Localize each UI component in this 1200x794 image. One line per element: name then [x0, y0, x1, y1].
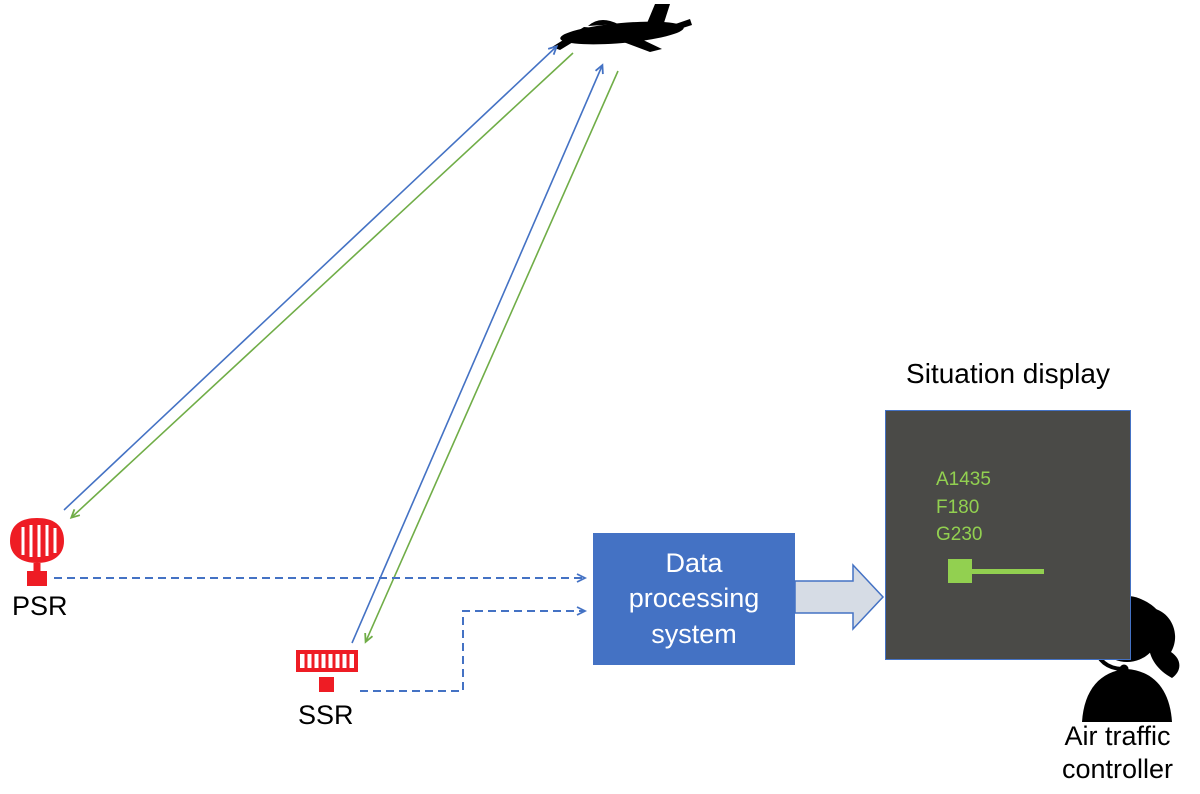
- dps-to-display-arrow: [794, 563, 885, 631]
- ssr-radar-icon: [296, 650, 358, 692]
- psr-echo-arrow: [69, 52, 574, 520]
- data-processing-system-label: Data processing system: [628, 548, 760, 649]
- ssr-interrogation-arrow: [351, 63, 604, 644]
- track-ground-speed: G230: [936, 524, 983, 545]
- air-traffic-controller-label-line2: controller: [1061, 754, 1174, 784]
- ssr-label: SSR: [298, 700, 354, 730]
- airplane-icon: [552, 4, 692, 52]
- psr-label: PSR: [12, 591, 68, 621]
- track-vector-line: [972, 569, 1044, 574]
- data-processing-system-box: Data processing system: [593, 533, 795, 665]
- ssr-reply-arrow: [364, 70, 619, 644]
- situation-display-title: Situation display: [906, 358, 1110, 389]
- track-flight-level: F180: [936, 497, 980, 518]
- track-callsign: A1435: [936, 469, 991, 490]
- psr-radar-icon: [10, 518, 64, 586]
- air-traffic-controller-label-line1: Air traffic: [1064, 721, 1171, 751]
- air-traffic-controller-label: Air traffic controller: [1040, 720, 1195, 786]
- track-position-symbol: [948, 559, 972, 583]
- ssr-datalink-arrow: [360, 606, 588, 692]
- situation-display-screen: A1435 F180 G230: [885, 410, 1131, 660]
- psr-interrogation-arrow: [63, 44, 559, 511]
